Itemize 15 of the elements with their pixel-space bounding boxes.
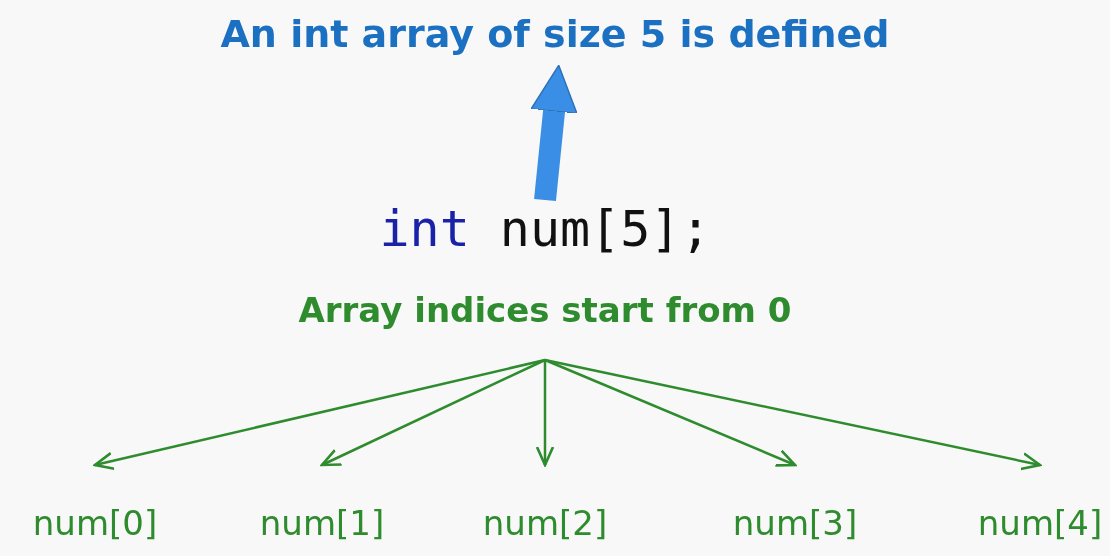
code-text: int [379,200,470,258]
heading-text: An int array of size 5 is defined [220,12,890,56]
arrow [530,64,578,202]
array-element-label: num[1] [259,503,385,543]
array-element-label: num[3] [732,503,858,543]
code-text: num[5]; [499,200,711,258]
arrow [320,358,546,467]
note-text: Array indices start from 0 [298,290,792,330]
arrow [544,358,797,467]
arrow [544,358,1042,471]
array-element-label: num[0] [32,503,158,543]
array-element-label: num[4] [977,503,1103,543]
array-element-label: num[2] [482,503,608,543]
arrow [93,358,546,470]
arrow [535,360,555,467]
